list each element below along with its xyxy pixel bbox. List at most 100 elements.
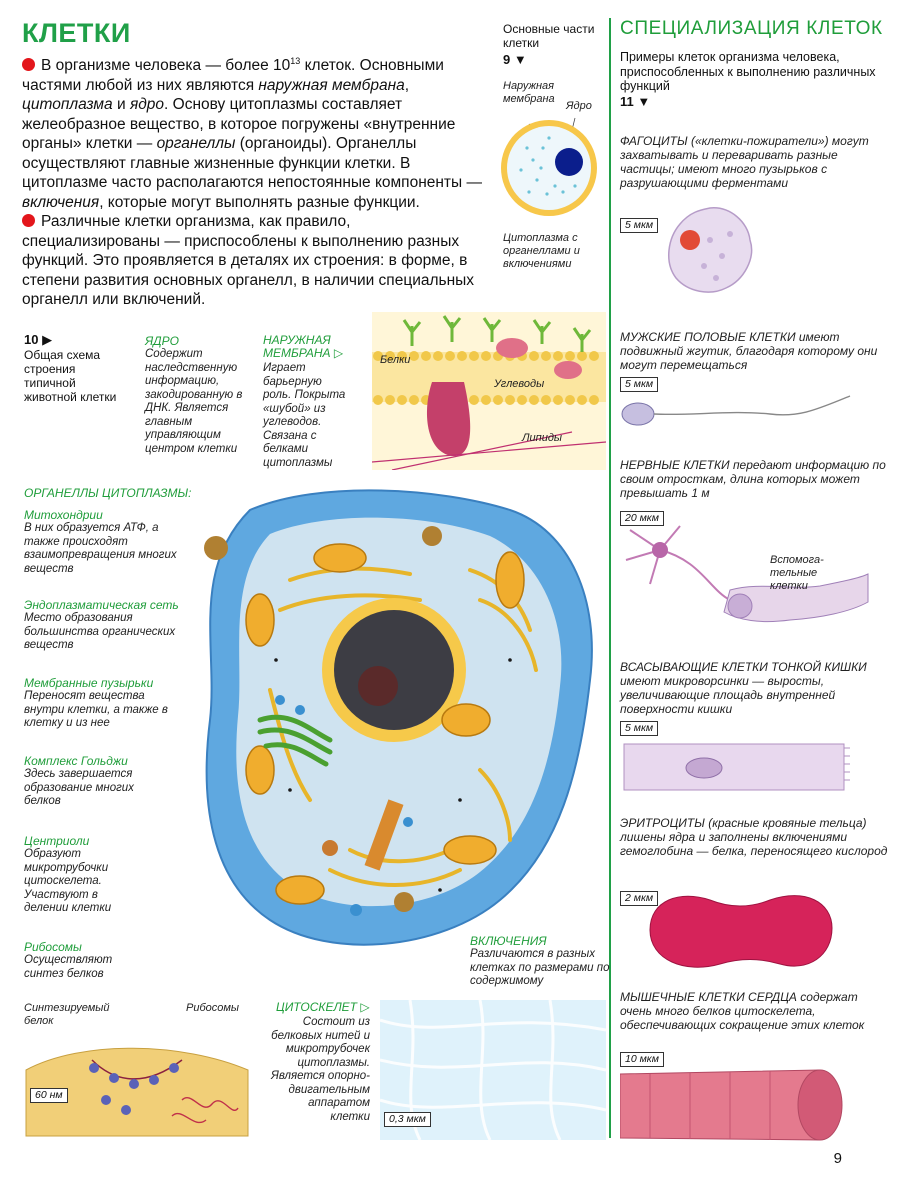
scale-bar: 2 мкм [620,891,659,906]
figure-number: 9 ▼ [503,52,527,67]
text: (красные кровяные тельца) лишены ядра и … [620,816,888,858]
text: («клетки-пожиратели») могут захватывать … [620,134,869,190]
organelle-text: В них образуется АТФ, а также происходят… [24,522,177,575]
scale-bar: 10 мкм [620,1052,664,1067]
text: наружная мембрана [258,76,405,94]
bullet-icon [22,58,35,72]
inclusions-text: Различаются в разных клетках по размерам… [470,948,610,987]
page-number: 9 [833,1150,842,1167]
cell-name: НЕРВНЫЕ КЛЕТКИ [620,458,730,472]
scale-bar: 5 мкм [620,218,659,233]
organelle-er: Эндоплазматическая сеть Место образовани… [24,598,194,653]
text: включения [22,193,100,211]
organelle-golgi: Комплекс Гольджи Здесь завершается образ… [24,754,164,809]
cell-name: МЫШЕЧНЫЕ КЛЕТКИ СЕРДЦА [620,990,797,1004]
cell-name: ЭРИТРОЦИТЫ [620,816,705,830]
auxiliary-cells-label: Вспомога-тельные клетки [770,554,824,592]
column-divider [609,18,611,1138]
text: органеллы [156,135,236,153]
cell-sperm: МУЖСКИЕ ПОЛОВЫЕ КЛЕТКИ имеют подвижный ж… [620,330,890,372]
cell-intestine: ВСАСЫВАЮЩИЕ КЛЕТКИ ТОНКОЙ КИШКИ имеют ми… [620,660,890,716]
cell-nerve: НЕРВНЫЕ КЛЕТКИ передают информацию по св… [620,458,890,500]
cell-erythrocytes: ЭРИТРОЦИТЫ (красные кровяные тельца) лиш… [620,816,890,858]
cell-name: МУЖСКИЕ ПОЛОВЫЕ КЛЕТКИ [620,330,796,344]
text: передают информацию по своим отросткам, … [620,458,886,500]
organelle-title: Мембранные пузырьки [24,676,154,690]
proteins-label: Белки [380,354,411,366]
lipids-label: Липиды [522,432,563,444]
cell-phagocytes: ФАГОЦИТЫ («клетки-пожиратели») могут зах… [620,134,890,190]
intro-text: В организме человека — более 1013 клеток… [22,52,492,310]
intro-paragraph-2: Различные клетки организма, как правило,… [22,212,492,310]
scale-bar: 5 мкм [620,721,659,736]
figure-number: 11 ▼ [620,94,651,109]
animal-cell-illustration [204,489,593,946]
organelle-title: Комплекс Гольджи [24,754,128,768]
nucleus-label-text: Содержит наследственную информацию, зако… [145,348,243,455]
organelle-centrioles: Центриоли Образуют микротрубочки цитоске… [24,834,134,916]
organelle-text: Осуществляют синтез белков [24,954,113,980]
membrane-label-text: Играет барьерную роль. Покрыта «шубой» и… [263,362,346,469]
text: , которые могут выполнять разные функции… [99,193,420,211]
erythrocyte-illustration [649,895,833,968]
text: имеют подвижный жгутик, благодаря которо… [620,330,878,372]
ribosomes-label: Рибосомы [186,1002,240,1014]
cytoskeleton-text: Состоит из белковых нитей и микротрубоче… [271,1016,370,1123]
sperm-illustration [621,395,851,426]
figure-number: 10 ▶ [24,332,53,347]
cytoplasm-label: Цитоплазма с органеллами и включениями [503,232,580,270]
organelle-text: Место образования большинства органическ… [24,612,176,651]
intro-paragraph-1: В организме человека — более 1013 клеток… [22,52,492,212]
page-title: КЛЕТКИ [22,18,131,48]
text: имеют микроворсинки — выросты, увеличива… [620,674,836,716]
basic-parts-title: Основные части клетки [503,22,595,50]
scale-bar: 5 мкм [620,377,659,392]
outer-membrane-label: Наружная мембрана [503,80,555,105]
cell-heart-muscle: МЫШЕЧНЫЕ КЛЕТКИ СЕРДЦА содержат очень мн… [620,990,890,1032]
nerve-illustration [625,525,869,623]
organelle-ribosomes: Рибосомы Осуществляют синтез белков [24,940,134,981]
cell-description: ФАГОЦИТЫ («клетки-пожиратели») могут зах… [620,134,890,190]
organelle-mitochondria: Митохондрии В них образуется АТФ, а такж… [24,508,194,576]
organelle-text: Здесь завершается образование многих бел… [24,768,134,807]
scale-bar: 0,3 мкм [384,1112,431,1127]
nucleus-small-label: Ядро [566,100,592,112]
text: цитоплазма [22,96,113,114]
text: (органоиды). Органеллы осуществляют глав… [22,135,482,192]
bullet-icon [22,214,35,228]
text: В организме человека — более 10 [41,57,291,75]
heart-muscle-illustration [620,1069,843,1141]
cell-name: ВСАСЫВАЮЩИЕ КЛЕТКИ ТОНКОЙ КИШКИ [620,660,867,674]
carbs-label: Углеводы [494,378,545,390]
text: 13 [290,56,301,66]
specialization-title: СПЕЦИАЛИЗАЦИЯ КЛЕТОК [620,18,883,39]
text: , [404,76,410,94]
text: Различные клетки организма, как правило,… [22,213,475,309]
organelle-text: Переносят вещества внутри клетки, а такж… [24,690,168,729]
text: содержат очень много белков цитоскелета,… [620,990,865,1032]
organelle-text: Образуют микротрубочки цитоскелета. Учас… [24,848,112,914]
synthesized-protein-label: Синтезируемый белок [24,1002,110,1027]
cell-description: НЕРВНЫЕ КЛЕТКИ передают информацию по св… [620,458,890,500]
general-scheme-caption: Общая схема строения типичной животной к… [24,348,117,404]
scale-bar: 20 мкм [620,511,664,526]
phagocyte-illustration [668,207,753,293]
specialization-subtitle: Примеры клеток организма человека, присп… [620,50,876,93]
organelle-title: Эндоплазматическая сеть [24,598,179,612]
text: клеток. Основными частями любой из них я… [22,57,444,94]
text: . Основу цитоплазмы составляет желеобраз… [22,96,456,153]
inclusions-title: ВКЛЮЧЕНИЯ [470,934,547,948]
organelle-vesicles: Мембранные пузырьки Переносят вещества в… [24,676,184,731]
nucleus-label-title: ЯДРО [145,334,179,348]
cytoskeleton-title: ЦИТОСКЕЛЕТ ▷ [276,1000,370,1014]
cell-description: ВСАСЫВАЮЩИЕ КЛЕТКИ ТОНКОЙ КИШКИ имеют ми… [620,660,890,716]
membrane-label-title: НАРУЖНАЯ МЕМБРАНА ▷ [263,333,344,360]
cell-description: МЫШЕЧНЫЕ КЛЕТКИ СЕРДЦА содержат очень мн… [620,990,890,1032]
scale-bar: 60 нм [30,1088,68,1103]
cell-description: ЭРИТРОЦИТЫ (красные кровяные тельца) лиш… [620,816,890,858]
membrane-detail-illustration [372,312,606,470]
cell-name: ФАГОЦИТЫ [620,134,688,148]
organelle-title: Митохондрии [24,508,103,522]
organelle-title: Рибосомы [24,940,82,954]
text: и [112,96,130,114]
